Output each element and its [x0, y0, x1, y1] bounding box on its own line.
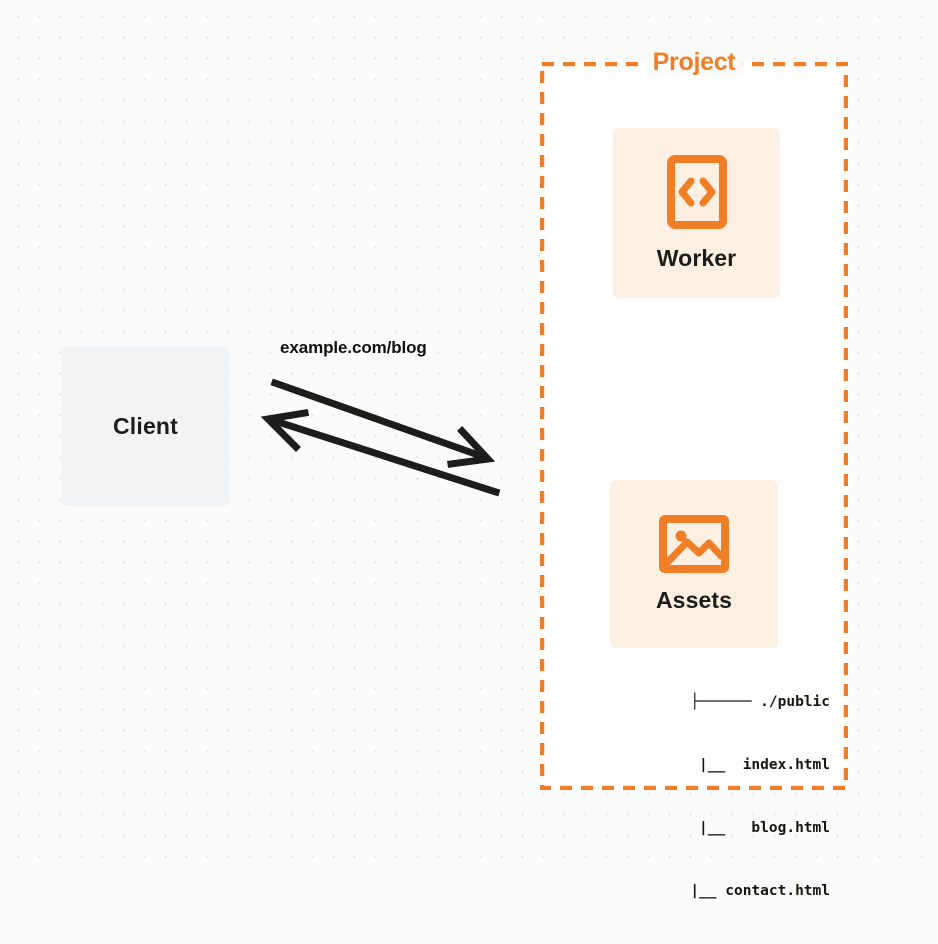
file-tree-row: |__ index.html [646, 757, 830, 773]
diagram-canvas: Client example.com/blog Project [0, 0, 938, 899]
worker-card[interactable]: Worker [613, 128, 780, 298]
assets-label: Assets [655, 586, 733, 613]
connection-url-label: example.com/blog [280, 338, 427, 357]
client-node[interactable]: Client [62, 346, 229, 506]
code-brackets-icon [666, 154, 727, 229]
image-icon [659, 514, 729, 573]
file-tree-row: |__ contact.html [637, 883, 830, 899]
worker-label: Worker [656, 244, 737, 271]
request-arrow [270, 378, 496, 468]
project-title: Project [645, 48, 743, 76]
client-label: Client [112, 412, 179, 439]
assets-card[interactable]: Assets [610, 480, 778, 648]
file-tree-row: |__ blog.html [646, 820, 830, 836]
response-arrow [260, 408, 501, 497]
file-tree-row: ├────── ./public [690, 694, 830, 710]
assets-file-tree: ├────── ./public |__ index.html |__ blog… [585, 650, 830, 944]
project-panel: Project Worker Assets [540, 48, 848, 899]
